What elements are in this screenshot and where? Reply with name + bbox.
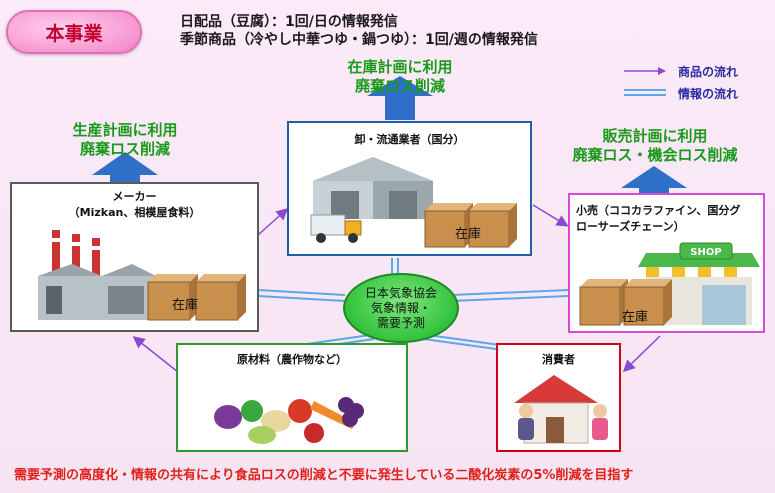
maker-label-line2: （Mizkan、相模屋食料）	[68, 206, 201, 219]
consumer-box: 消費者	[496, 343, 621, 452]
vegetables-icon	[214, 397, 364, 444]
info-flow-legend-icon	[624, 89, 666, 96]
bottom-goal-text: 需要予測の高度化・情報の共有により食品ロスの削減と不要に発生している二酸化炭素の…	[14, 468, 634, 483]
materials-label: 原材料（農作物など）	[237, 353, 347, 366]
center-line3: 需要予測	[376, 315, 425, 330]
shop-sign: SHOP	[690, 247, 721, 258]
goods-flow-arrows	[132, 204, 661, 373]
maker-benefit: 生産計画に利用 廃棄ロス削減	[40, 121, 210, 159]
house-icon	[514, 375, 598, 444]
box-icon	[147, 274, 246, 321]
benefit-arrows	[92, 76, 687, 195]
center-line1: 日本気象協会	[364, 285, 437, 300]
factory-icon	[38, 230, 156, 320]
header-line-2: 季節商品（冷やし中華つゆ・鍋つゆ）：1回/週の情報発信	[180, 32, 538, 48]
retail-label-line2: ローサーズチェーン）	[576, 220, 685, 233]
wholesale-benefit-line2: 廃棄ロス削減	[354, 77, 445, 95]
maker-benefit-line1: 生産計画に利用	[72, 121, 178, 139]
wholesale-box: 卸・流通業者（国分） 在庫	[287, 121, 532, 256]
header-line-1: 日配品（豆腐）：1回/日の情報発信	[180, 14, 398, 30]
wholesale-label: 卸・流通業者（国分）	[354, 133, 465, 146]
goods-flow-legend-icon	[624, 67, 666, 75]
maker-label-line1: メーカー	[112, 190, 157, 203]
person-icon	[592, 404, 608, 440]
info-lines	[257, 258, 569, 350]
wholesale-benefit-line1: 在庫計画に利用	[347, 58, 453, 76]
title-badge: 本事業	[6, 10, 142, 54]
goods-flow-legend-label: 商品の流れ	[678, 65, 739, 79]
consumer-label: 消費者	[542, 353, 575, 366]
maker-box: メーカー （Mizkan、相模屋食料） 在庫	[10, 182, 259, 332]
wholesale-stock-label: 在庫	[455, 227, 482, 242]
info-flow-legend-label: 情報の流れ	[678, 87, 739, 101]
retail-benefit-line1: 販売計画に利用	[602, 127, 708, 145]
box-icon	[424, 203, 517, 248]
retail-box: 小売（ココカラファイン、国分グ ローサーズチェーン） SHOP 在庫	[568, 193, 765, 333]
retail-benefit-line2: 廃棄ロス・機会ロス削減	[572, 146, 738, 164]
title-text: 本事業	[45, 22, 103, 45]
legend: 商品の流れ 情報の流れ	[622, 62, 772, 102]
retail-benefit: 販売計画に利用 廃棄ロス・機会ロス削減	[560, 127, 750, 165]
box-icon	[579, 279, 672, 326]
person-icon	[518, 404, 534, 440]
maker-benefit-line2: 廃棄ロス削減	[79, 140, 170, 158]
warehouse-icon	[313, 157, 433, 219]
retail-label-line1: 小売（ココカラファイン、国分グ	[576, 204, 741, 217]
retail-stock-label: 在庫	[622, 310, 649, 325]
center-weather-node: 日本気象協会 気象情報・ 需要予測	[343, 273, 459, 343]
maker-stock-label: 在庫	[172, 298, 199, 313]
materials-box: 原材料（農作物など）	[176, 343, 408, 452]
center-line2: 気象情報・	[370, 300, 431, 315]
wholesale-benefit: 在庫計画に利用 廃棄ロス削減	[310, 58, 490, 96]
truck-icon	[310, 214, 362, 243]
